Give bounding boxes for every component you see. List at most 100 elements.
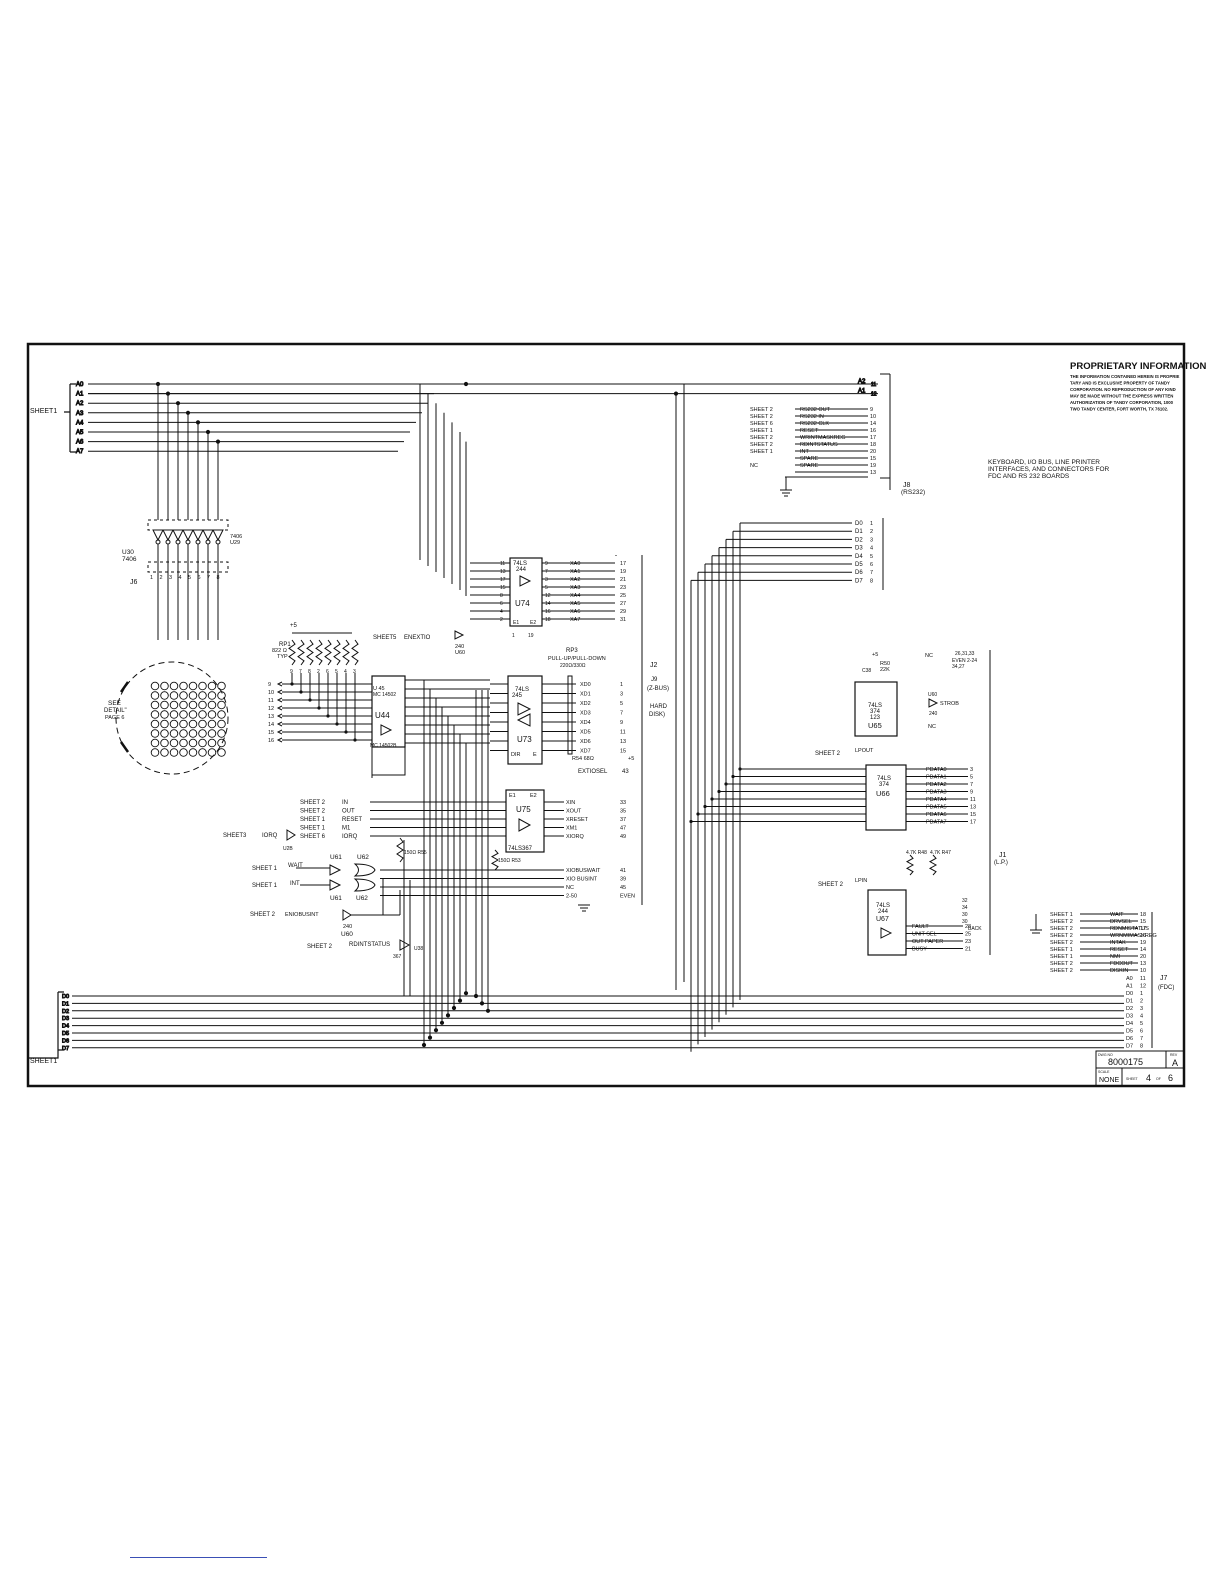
connector-arrow [276,689,283,695]
u73-e: E [533,752,537,758]
j2-pin: 5 [620,701,623,707]
u66-type2: 374 [879,782,890,788]
j2-pin: 21 [620,577,626,583]
u74-output-signal: XA0 [570,561,580,567]
connector-arrow [276,737,283,743]
j8-data-signal: D7 [855,578,863,584]
j8-signal: RDINTSTATUS [800,442,838,448]
scale-value: NONE [1099,1077,1120,1084]
j1-name: J1 [999,852,1007,859]
enio-num: 240 [343,924,352,930]
j7-signal: RESET [1110,947,1129,953]
j7-signal: WAIT [1110,912,1124,918]
junction-dot [724,782,728,786]
rev-label: REV [1170,1053,1178,1057]
keyboard-pin [207,738,217,748]
inverter-symbol [182,529,194,542]
u74-in-pin: 2 [500,617,503,623]
keyboard-pin [179,738,188,748]
j8-data-pin: 2 [870,529,873,535]
keyboard-row-pin: 16 [268,738,274,744]
sheet-total: 6 [1168,1073,1173,1083]
j2-pin: 11 [620,730,626,736]
j2-pin: 31 [620,617,626,623]
keyboard-pin [217,748,226,757]
inverter-symbol [212,529,224,542]
u67-type2: 244 [878,909,889,915]
inverter-symbol [162,529,174,542]
keyboard-pin [188,710,198,719]
keyboard-pin [188,719,198,729]
rdint-signal: RDINTSTATUS [349,942,390,948]
u75-e2: E2 [530,793,537,799]
connector-arrow [276,729,283,735]
j2-sub: DISK) [649,712,665,718]
keyboard-pin [160,729,169,738]
data-bus [28,991,64,1059]
j7-bus-signal: D6 [1126,1036,1133,1042]
u67-type: 74LS [876,903,890,909]
resistor [342,639,350,666]
keyboard-pin [198,710,207,719]
j7-pin: 15 [1140,919,1146,925]
j7-pin: 20 [1140,954,1146,960]
u44-name: U44 [375,711,390,720]
data-signal: D3 [62,1016,69,1022]
keyboard-pin [188,700,198,710]
resistor [928,854,938,876]
connector-arrow [276,721,283,727]
junction-dot [195,420,201,425]
j2-pin: 47 [620,826,626,832]
j7-sheet: SHEET 1 [1050,954,1073,960]
u66-output-signal: PDATA6 [926,812,947,818]
j8-data-signal: D4 [855,554,863,560]
rp1-pin: 6 [326,669,329,675]
j2-pin: 9 [620,720,623,726]
j1-pin: 21 [965,947,971,953]
proprietary-line: TWO TANDY CENTER, FORT WORTH, TX 76102. [1070,407,1168,412]
j2-pin: 1 [620,682,623,688]
u62-name: U62 [357,854,369,861]
j2-misc-label: XIOBUSWAIT [566,868,601,874]
proprietary-line: AUTHORIZATION OF TANDY CORPORATION, 1000 [1070,400,1174,405]
u65-even: EVEN 2-24 [952,658,977,664]
keyboard-row-pin: 13 [268,714,274,720]
extiosel-pin: 43 [622,769,629,775]
inverter-symbol [152,529,164,542]
keyboard-pin [207,748,217,757]
rp1-pin: 9 [290,669,293,675]
keyboard-pin [150,748,160,757]
j8-data-pin: 1 [870,521,873,527]
keyboard-row-pin: 11 [268,698,274,704]
ic-u75 [505,789,545,853]
j1-pin: 9 [970,790,973,796]
u75-e1: E1 [509,793,516,799]
resistor [324,639,332,666]
j7-pin: 13 [1140,961,1146,967]
j8-data-pin: 4 [870,546,873,552]
keyboard-pin [179,700,188,710]
j7-bus-signal: D4 [1126,1021,1133,1027]
keyboard-pin [169,729,179,738]
keyboard-row-pin: 10 [268,690,274,696]
u29-type: 7406 [230,534,242,540]
u73-type: 74LS [515,687,529,693]
u73-output-signal: XD1 [580,692,591,698]
j2-pin: 49 [620,834,626,840]
rp1-value: 822 Ω [272,648,287,654]
keyboard-pin [179,681,188,691]
keyboard-pin [207,710,217,719]
j2-pin: 13 [620,739,626,745]
j1-sub: (L.P.) [994,860,1008,866]
inverter-symbol [286,829,296,841]
j7-bus-signal: A1 [1126,984,1133,990]
u75-output-signal: XOUT [566,809,582,815]
j7-bus-pin: 6 [1140,1029,1143,1035]
data-signal: D0 [62,994,69,1000]
inverter-symbol [172,529,184,542]
keyboard-pin [198,719,207,729]
junction-dot [427,1035,433,1040]
inverter-symbol [329,864,342,891]
keyboard-pin [160,691,169,700]
